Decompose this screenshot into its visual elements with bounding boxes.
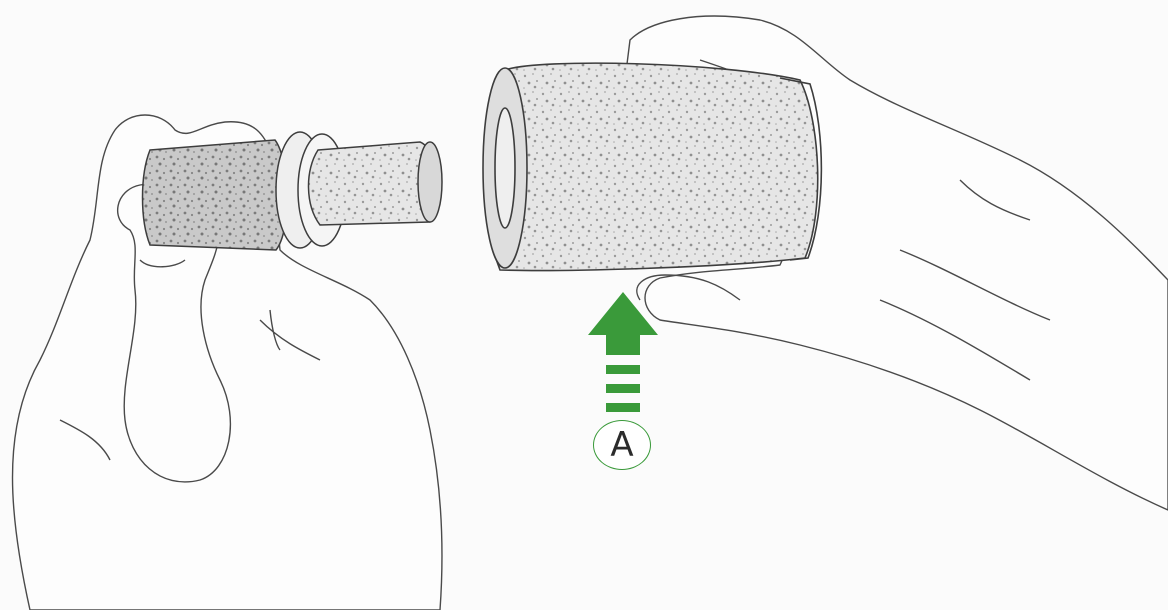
callout-marker: A	[593, 420, 651, 470]
callout-label: A	[610, 428, 633, 462]
filter-cartridge-small	[143, 132, 443, 250]
up-arrow-icon	[588, 292, 658, 412]
filter-element-large	[483, 63, 821, 270]
